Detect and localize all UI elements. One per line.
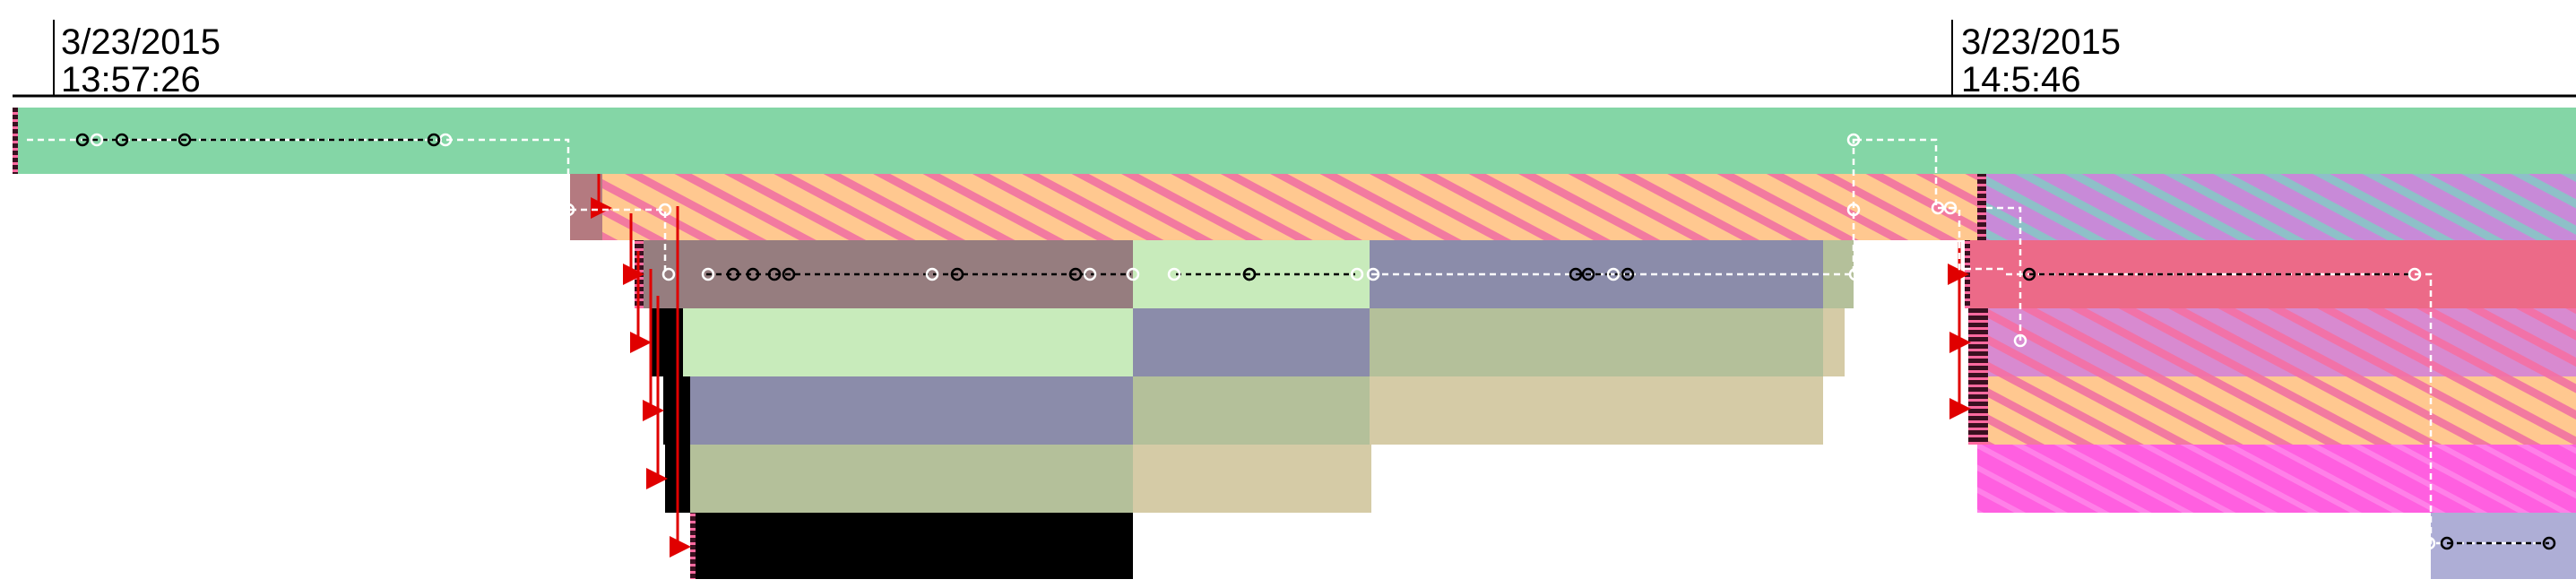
white-event-marker-2 xyxy=(561,203,575,217)
white-event-marker-0 xyxy=(90,133,104,147)
black-event-marker-1 xyxy=(115,133,129,147)
white-event-marker-14 xyxy=(1846,203,1861,217)
time-marker-2-date: 3/23/2015 xyxy=(1961,22,2121,62)
time-marker-1-time: 13:57:26 xyxy=(61,60,201,99)
black-event-marker-3 xyxy=(427,133,441,147)
white-event-marker-12 xyxy=(1606,267,1621,281)
bar-peach-striped-row5 xyxy=(1968,376,2576,445)
white-event-marker-13 xyxy=(1846,133,1861,147)
black-event-marker-14 xyxy=(1621,267,1635,281)
black-event-marker-7 xyxy=(782,267,796,281)
link-main-to-row2 xyxy=(27,138,602,212)
white-event-marker-8 xyxy=(1126,267,1140,281)
bar-tan-sliver xyxy=(1823,308,1845,376)
bar-black-row7 xyxy=(690,513,1133,579)
white-event-marker-10 xyxy=(1350,267,1364,281)
white-event-marker-19 xyxy=(2407,267,2422,281)
black-event-marker-13 xyxy=(1581,267,1595,281)
spawn-arrow-1 xyxy=(591,174,612,219)
white-event-marker-4 xyxy=(661,267,676,281)
spawn-arrow-3 xyxy=(630,251,652,353)
time-marker-1-date: 3/23/2015 xyxy=(61,22,220,62)
white-event-marker-20 xyxy=(2422,536,2436,550)
white-event-marker-11 xyxy=(1366,267,1380,281)
activity-bars xyxy=(13,108,2576,579)
time-axis: 3/23/2015 13:57:26 3/23/2015 14:5:46 xyxy=(13,20,2576,99)
black-event-marker-17 xyxy=(2542,536,2556,550)
link-violet-drop xyxy=(1986,206,2022,341)
bar-olive-row6 xyxy=(690,445,1133,513)
bar-magenta xyxy=(1977,445,2576,513)
black-event-marker-16 xyxy=(2440,536,2454,550)
white-event-marker-15 xyxy=(1848,267,1863,281)
bar-violet-ticks xyxy=(1968,308,1988,376)
white-event-marker-16 xyxy=(1931,201,1945,215)
bar-tan-row6 xyxy=(1133,445,1371,513)
bar-peach-ticks xyxy=(1968,376,1988,445)
bar-light-green xyxy=(1133,240,1370,308)
white-event-marker-3 xyxy=(658,203,672,217)
bar-tan-row5 xyxy=(1370,376,1823,445)
white-event-marker-7 xyxy=(1083,267,1097,281)
spawn-arrows xyxy=(591,174,1971,558)
event-markers xyxy=(75,133,2556,550)
black-event-marker-11 xyxy=(1242,267,1257,281)
black-event-marker-8 xyxy=(950,267,964,281)
black-event-marker-2 xyxy=(177,133,192,147)
time-marker-2-time: 14:5:46 xyxy=(1961,60,2080,99)
black-event-marker-12 xyxy=(1569,267,1583,281)
link-row3-right xyxy=(1371,138,1855,276)
bar-light-green-row4 xyxy=(683,308,1133,376)
bar-olive-row4 xyxy=(1370,308,1823,376)
timeline-threads xyxy=(82,138,2549,545)
black-event-marker-0 xyxy=(75,133,90,147)
black-event-marker-5 xyxy=(746,267,760,281)
white-event-marker-6 xyxy=(925,267,939,281)
white-event-marker-17 xyxy=(1943,201,1958,215)
white-event-marker-5 xyxy=(701,267,715,281)
black-event-marker-9 xyxy=(1068,267,1083,281)
bar-olive-row5 xyxy=(1133,376,1370,445)
bar-main-thread-ticks xyxy=(13,108,18,174)
black-event-marker-4 xyxy=(726,267,740,281)
bar-slate-row4 xyxy=(1133,308,1370,376)
bar-black-row7-ticks xyxy=(690,513,696,579)
bar-row2-ticks xyxy=(1977,174,1986,240)
bar-violet-striped xyxy=(1968,308,2576,376)
bar-violet-striped-top xyxy=(1977,174,2576,240)
bar-slate-row5 xyxy=(690,376,1133,445)
spawn-arrow-6 xyxy=(670,206,691,558)
spawn-arrow-9 xyxy=(1949,341,1971,419)
bar-peach-striped xyxy=(602,174,1977,240)
white-event-marker-18 xyxy=(2013,333,2027,348)
bar-lavender xyxy=(2431,513,2576,579)
black-event-marker-15 xyxy=(2022,267,2036,281)
white-event-marker-9 xyxy=(1167,267,1181,281)
spawn-arrow-5 xyxy=(646,296,668,489)
black-event-marker-6 xyxy=(767,267,782,281)
